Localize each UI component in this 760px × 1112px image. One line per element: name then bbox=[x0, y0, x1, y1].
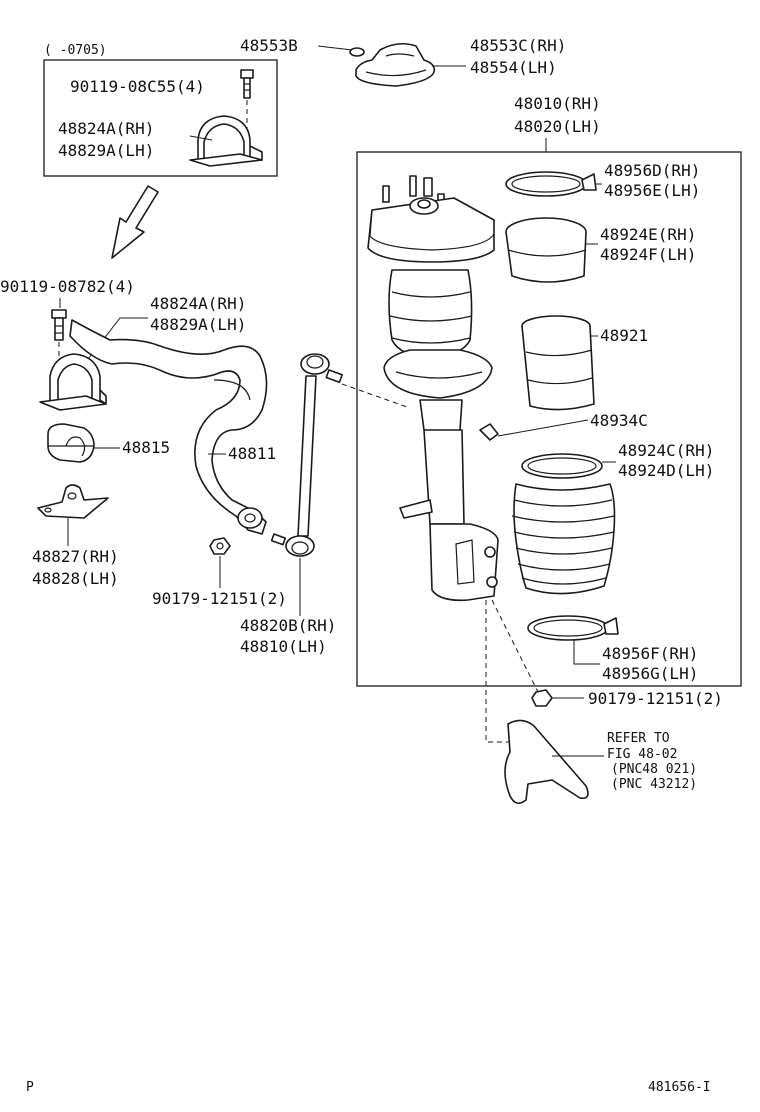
stabilizer-bar-48811 bbox=[69, 319, 268, 535]
bellows-48924c bbox=[511, 453, 616, 595]
ref-line-4: (PNC 43212) bbox=[611, 777, 697, 792]
label-90179-lower[interactable]: 90179-12151(2) bbox=[588, 689, 723, 708]
label-48553b[interactable]: 48553B bbox=[240, 36, 298, 55]
bracket-48827 bbox=[37, 484, 109, 519]
label-48811[interactable]: 48811 bbox=[228, 444, 276, 463]
ref-line-3: (PNC48 021) bbox=[611, 762, 697, 777]
label-48824a-inset[interactable]: 48824A(RH) bbox=[58, 119, 154, 138]
footer-figure-number: 481656-I bbox=[648, 1080, 711, 1095]
strut-top-housing bbox=[367, 197, 495, 263]
label-90179-upper[interactable]: 90179-12151(2) bbox=[152, 589, 287, 608]
boot-48924e bbox=[505, 217, 587, 283]
upper-mount bbox=[355, 42, 436, 87]
lower-arm-reference bbox=[504, 719, 589, 804]
label-48829a[interactable]: 48829A(LH) bbox=[150, 315, 246, 334]
inset-group: ( -0705) 90119-08C55(4) 48824A(RH) 48829… bbox=[43, 43, 278, 177]
label-48956g[interactable]: 48956G(LH) bbox=[602, 664, 698, 683]
bracket-48824a bbox=[39, 353, 107, 411]
bolt-90119-08782 bbox=[51, 309, 67, 341]
inset-bolt bbox=[240, 69, 254, 99]
label-48820b[interactable]: 48820B(RH) bbox=[240, 616, 336, 635]
label-48810[interactable]: 48810(LH) bbox=[240, 637, 327, 656]
footer-left-code: P bbox=[26, 1080, 34, 1095]
bushing-48815 bbox=[47, 423, 95, 463]
label-48934c[interactable]: 48934C bbox=[590, 411, 648, 430]
stabilizer-link-48820b bbox=[270, 353, 343, 557]
label-48924d[interactable]: 48924D(LH) bbox=[618, 461, 714, 480]
label-48924c[interactable]: 48924C(RH) bbox=[618, 441, 714, 460]
upper-mount-group: 48553B 48553C(RH) 48554(LH) bbox=[240, 36, 566, 87]
strut-assembly-box bbox=[356, 151, 742, 687]
strut-assembly-group: 48010(RH) 48020(LH) 48 bbox=[356, 94, 742, 687]
washer-48553b bbox=[349, 47, 365, 57]
sleeve-48921 bbox=[521, 315, 595, 411]
band-48956f bbox=[527, 615, 619, 641]
label-48815[interactable]: 48815 bbox=[122, 438, 170, 457]
label-48554[interactable]: 48554(LH) bbox=[470, 58, 557, 77]
label-48010[interactable]: 48010(RH) bbox=[514, 94, 601, 113]
label-48956e[interactable]: 48956E(LH) bbox=[604, 181, 700, 200]
lower-reference-group: 90179-12151(2) REFER TO FIG 48-02 (PNC48… bbox=[485, 599, 723, 804]
label-90119-08c55[interactable]: 90119-08C55(4) bbox=[70, 77, 205, 96]
label-48827[interactable]: 48827(RH) bbox=[32, 547, 119, 566]
label-90119-08782[interactable]: 90119-08782(4) bbox=[0, 277, 135, 296]
label-48824a[interactable]: 48824A(RH) bbox=[150, 294, 246, 313]
band-48956d bbox=[505, 171, 597, 197]
label-48956f[interactable]: 48956F(RH) bbox=[602, 644, 698, 663]
ref-line-2: FIG 48-02 bbox=[607, 747, 677, 762]
label-48921[interactable]: 48921 bbox=[600, 326, 648, 345]
label-48924f[interactable]: 48924F(LH) bbox=[600, 245, 696, 264]
ref-line-1: REFER TO bbox=[607, 731, 670, 746]
nut-90179-lower bbox=[531, 689, 553, 707]
strut-spring-seat bbox=[383, 349, 493, 399]
arrow-indicator bbox=[111, 185, 159, 259]
label-48020[interactable]: 48020(LH) bbox=[514, 117, 601, 136]
label-48924e[interactable]: 48924E(RH) bbox=[600, 225, 696, 244]
label-48956d[interactable]: 48956D(RH) bbox=[604, 161, 700, 180]
strut-knuckle-bracket bbox=[429, 523, 499, 602]
inset-bracket bbox=[189, 115, 263, 167]
strut-air-spring bbox=[388, 269, 473, 359]
label-48828[interactable]: 48828(LH) bbox=[32, 569, 119, 588]
label-48553c[interactable]: 48553C(RH) bbox=[470, 36, 566, 55]
stabilizer-group: 90119-08782(4) 48824A(RH) 48829A(LH) 488… bbox=[0, 277, 411, 656]
clip-48934c bbox=[479, 423, 499, 441]
inset-box bbox=[43, 59, 278, 177]
nut-90179-upper bbox=[209, 537, 231, 555]
inset-date-range: ( -0705) bbox=[44, 43, 107, 58]
label-48829a-inset[interactable]: 48829A(LH) bbox=[58, 141, 154, 160]
